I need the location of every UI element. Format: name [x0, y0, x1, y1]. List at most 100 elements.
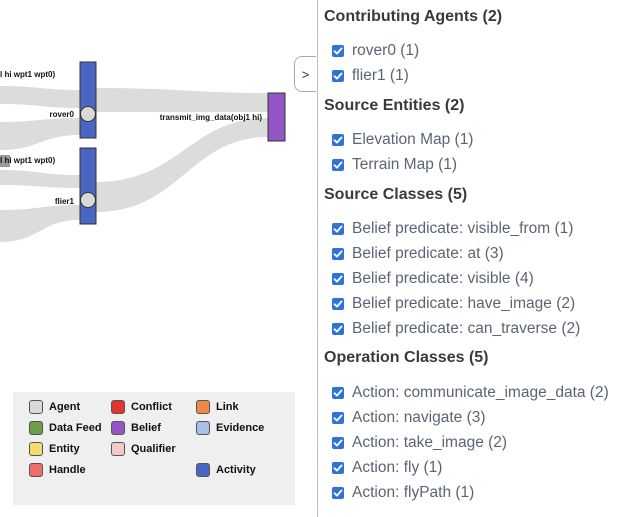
checkbox-checked[interactable] [332, 159, 344, 171]
legend-swatch [111, 421, 125, 435]
filter-item-label: Belief predicate: visible (4) [352, 270, 534, 287]
legend-label: Link [216, 401, 239, 413]
dark-flow-segment [0, 155, 10, 167]
check-icon [333, 72, 343, 80]
legend-item: Qualifier [111, 442, 176, 456]
filter-item[interactable]: Belief predicate: at (3) [332, 244, 504, 264]
activity-node-rover0[interactable] [79, 61, 97, 139]
check-icon [333, 47, 343, 55]
filter-item[interactable]: Action: communicate_image_data (2) [332, 383, 609, 403]
filter-item-label: Belief predicate: visible_from (1) [352, 220, 574, 237]
filter-item-label: Belief predicate: at (3) [352, 245, 504, 262]
legend-label: Agent [49, 401, 81, 413]
provenance-graph: l hi wpt1 wpt0) l hi wpt1 wpt0) rover0 f… [0, 61, 286, 242]
legend-swatch [29, 442, 43, 456]
filter-item[interactable]: Action: flyPath (1) [332, 483, 474, 503]
filter-item[interactable]: flier1 (1) [332, 66, 409, 86]
section-title: Source Entities (2) [324, 97, 465, 114]
check-icon [333, 161, 343, 169]
checkbox-checked[interactable] [332, 323, 344, 335]
filter-item[interactable]: rover0 (1) [332, 41, 419, 61]
filter-item-label: Elevation Map (1) [352, 131, 474, 148]
check-icon [333, 414, 343, 422]
legend-swatch [196, 463, 210, 477]
legend-item: Handle [29, 463, 86, 477]
filter-item[interactable]: Action: take_image (2) [332, 433, 507, 453]
legend-label: Evidence [216, 422, 265, 434]
filter-item-label: Belief predicate: have_image (2) [352, 295, 576, 312]
legend-label: Qualifier [131, 443, 176, 455]
legend-item: Agent [29, 400, 80, 414]
legend-swatch [196, 400, 210, 414]
check-icon [333, 275, 343, 283]
agent-handle-flier1[interactable] [80, 192, 96, 208]
flow-band [0, 170, 80, 188]
checkbox-checked[interactable] [332, 387, 344, 399]
legend-swatch [29, 400, 43, 414]
filter-item-label: rover0 (1) [352, 42, 420, 59]
legend-swatch [111, 442, 125, 456]
check-icon [333, 325, 343, 333]
checkbox-checked[interactable] [332, 437, 344, 449]
checkbox-checked[interactable] [332, 412, 344, 424]
filter-item-label: Action: take_image (2) [352, 434, 508, 451]
panel-toggle-button[interactable]: > [294, 56, 316, 92]
checkbox-checked[interactable] [332, 487, 344, 499]
legend-label: Data Feed [49, 422, 102, 434]
checkbox-checked[interactable] [332, 462, 344, 474]
filter-item-label: Action: communicate_image_data (2) [352, 384, 609, 401]
legend-swatch [29, 463, 43, 477]
agent-handle-rover0[interactable] [80, 106, 96, 122]
filter-item[interactable]: Belief predicate: visible (4) [332, 269, 534, 289]
legend-item: Belief [111, 421, 161, 435]
check-icon [333, 489, 343, 497]
legend-item: Activity [196, 463, 256, 477]
checkbox-checked[interactable] [332, 298, 344, 310]
node-label-flier1: flier1 [55, 197, 75, 206]
checkbox-checked[interactable] [332, 134, 344, 146]
filter-item[interactable]: Belief predicate: visible_from (1) [332, 219, 573, 239]
filter-item[interactable]: Terrain Map (1) [332, 155, 457, 175]
filter-item-label: Belief predicate: can_traverse (2) [352, 320, 581, 337]
node-label-rover0: rover0 [50, 110, 75, 119]
node-label-mid-left: l hi wpt1 wpt0) [0, 156, 55, 165]
filter-item[interactable]: Belief predicate: can_traverse (2) [332, 319, 580, 339]
node-label-transmit: transmit_img_data(obj1 hi) [160, 113, 263, 122]
check-icon [333, 250, 343, 258]
filter-item[interactable]: Action: navigate (3) [332, 408, 486, 428]
checkbox-checked[interactable] [332, 45, 344, 57]
legend-item: Data Feed [29, 421, 102, 435]
activity-node-flier1[interactable] [79, 147, 97, 225]
check-icon [333, 464, 343, 472]
filter-item[interactable]: Belief predicate: have_image (2) [332, 294, 575, 314]
section-title: Source Classes (5) [324, 186, 468, 203]
legend-item: Link [196, 400, 239, 414]
filter-item-label: Action: navigate (3) [352, 409, 486, 426]
flow-band [96, 118, 268, 212]
legend-swatch [111, 400, 125, 414]
section-title: Contributing Agents (2) [324, 8, 503, 25]
node-label-top-left: l hi wpt1 wpt0) [0, 70, 55, 79]
check-icon [333, 389, 343, 397]
legend-item: Entity [29, 442, 80, 456]
filter-item-label: Action: flyPath (1) [352, 484, 475, 501]
checkbox-checked[interactable] [332, 70, 344, 82]
legend-item: Conflict [111, 400, 172, 414]
legend-label: Conflict [131, 401, 172, 413]
legend-label: Activity [216, 464, 256, 476]
checkbox-checked[interactable] [332, 223, 344, 235]
checkbox-checked[interactable] [332, 248, 344, 260]
filter-item-label: flier1 (1) [352, 67, 409, 84]
check-icon [333, 300, 343, 308]
belief-node-transmit[interactable] [267, 92, 286, 142]
filter-item[interactable]: Elevation Map (1) [332, 130, 473, 150]
check-icon [333, 225, 343, 233]
check-icon [333, 439, 343, 447]
check-icon [333, 136, 343, 144]
section-title: Operation Classes (5) [324, 349, 489, 366]
filter-item[interactable]: Action: fly (1) [332, 458, 442, 478]
flow-band [0, 118, 80, 150]
checkbox-checked[interactable] [332, 273, 344, 285]
filter-item-label: Action: fly (1) [352, 459, 443, 476]
